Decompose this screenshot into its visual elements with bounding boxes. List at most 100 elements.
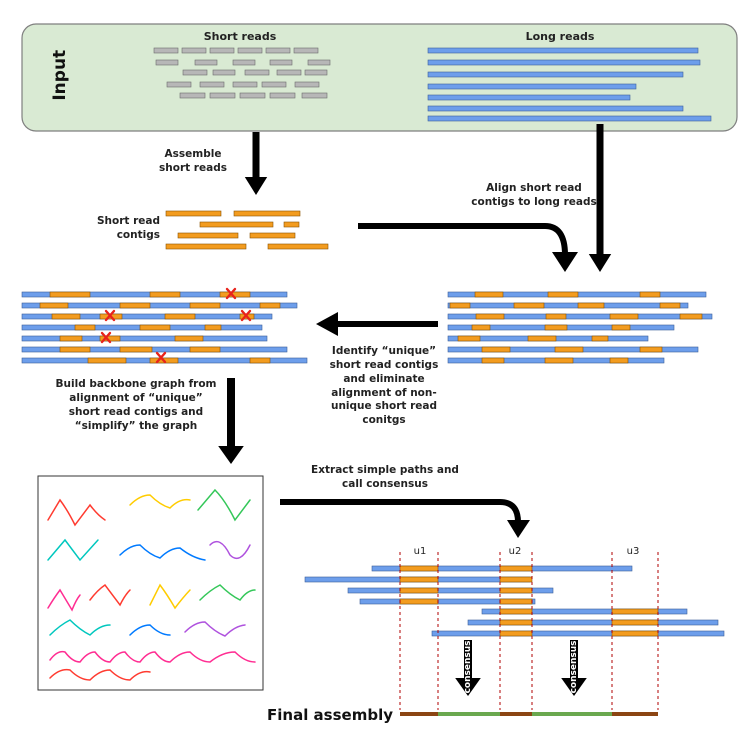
short-read-contig xyxy=(177,232,239,239)
long-read xyxy=(21,346,288,353)
long-read xyxy=(427,47,699,54)
aligned-contig xyxy=(399,598,439,605)
aligned-reads-right xyxy=(447,291,713,364)
graph-path xyxy=(49,668,151,681)
short-read xyxy=(244,69,270,76)
aligned-contig xyxy=(149,291,181,298)
extract-label: Extract simple paths and call consensus xyxy=(311,464,459,490)
arrow-shaft xyxy=(252,132,260,179)
arrow-head xyxy=(244,177,268,195)
aligned-contig xyxy=(547,291,579,298)
contigs-label: Short read contigs xyxy=(96,215,160,241)
short-read xyxy=(265,47,291,54)
graph-path xyxy=(47,498,106,527)
aligned-contig xyxy=(577,302,605,309)
short-read xyxy=(301,92,328,99)
align-label: Align short read contigs to long reads xyxy=(471,182,597,208)
short-read xyxy=(293,47,319,54)
aligned-contig xyxy=(527,335,557,342)
short-reads-label: Short reads xyxy=(203,30,277,43)
final-assembly-label: Final assembly xyxy=(267,706,393,724)
long-read xyxy=(427,83,637,90)
final-segment xyxy=(500,712,532,716)
unit-label-2: u2 xyxy=(508,546,522,557)
aligned-contig xyxy=(499,619,533,626)
short-read xyxy=(155,59,179,66)
aligned-contig xyxy=(59,346,91,353)
short-read-contig xyxy=(233,210,301,217)
assemble-label: Assemble short reads xyxy=(159,148,227,174)
long-read xyxy=(467,619,719,626)
input-panel xyxy=(21,23,738,132)
arrow-shaft xyxy=(570,640,578,680)
aligned-contig xyxy=(164,313,196,320)
short-read xyxy=(209,47,235,54)
short-read xyxy=(194,59,218,66)
short-read xyxy=(166,81,192,88)
short-read xyxy=(182,69,208,76)
unit-boundaries xyxy=(399,552,659,710)
short-read xyxy=(181,47,207,54)
final-segment xyxy=(612,712,658,716)
arrow-shaft xyxy=(227,378,235,448)
long-read xyxy=(347,587,554,594)
input-title: Input xyxy=(49,49,70,101)
aligned-contig xyxy=(74,324,96,331)
long-read xyxy=(481,608,688,615)
aligned-contig xyxy=(499,565,533,572)
short-read-contig xyxy=(267,243,329,250)
final-segment xyxy=(400,712,438,716)
aligned-contig xyxy=(499,576,533,583)
aligned-contig xyxy=(659,302,681,309)
aligned-contig xyxy=(399,587,439,594)
arrow-head xyxy=(455,678,481,696)
aligned-reads-left xyxy=(21,287,308,364)
short-read xyxy=(232,59,256,66)
aligned-contig xyxy=(609,357,629,364)
arrow-head xyxy=(316,312,338,336)
long-read xyxy=(447,302,689,309)
short-read-contigs-group xyxy=(165,210,329,250)
long-read xyxy=(359,598,536,605)
graph-path xyxy=(119,544,206,561)
aligned-contig xyxy=(609,313,639,320)
aligned-contig xyxy=(204,324,222,331)
aligned-contig xyxy=(639,346,663,353)
graph-path xyxy=(49,650,256,663)
aligned-contig xyxy=(639,291,661,298)
graph-path xyxy=(47,588,81,612)
short-read-contig xyxy=(165,210,222,217)
aligned-contig xyxy=(174,335,204,342)
arrow-shaft xyxy=(334,321,438,327)
short-read xyxy=(269,59,293,66)
arrow-head xyxy=(218,446,244,464)
aligned-contig xyxy=(249,357,271,364)
final-assembly-bar xyxy=(400,712,658,716)
aligned-contig xyxy=(499,598,533,605)
aligned-contig xyxy=(399,565,439,572)
arrow-shaft xyxy=(596,124,604,256)
removed-alignment-mark xyxy=(155,351,167,364)
removed-alignment-mark xyxy=(240,309,252,322)
aligned-contig xyxy=(51,313,81,320)
short-read xyxy=(179,92,206,99)
aligned-contig xyxy=(87,357,127,364)
short-read-contig xyxy=(249,232,296,239)
arrow-head xyxy=(507,520,530,538)
graph-path xyxy=(149,583,191,610)
aligned-contig xyxy=(471,324,491,331)
short-read xyxy=(307,59,331,66)
aligned-contig xyxy=(481,346,511,353)
aligned-contig xyxy=(475,313,505,320)
aligned-contig xyxy=(554,346,584,353)
consensus-label-2: consensus xyxy=(569,640,580,694)
aligned-contig xyxy=(259,302,281,309)
backbone-graph xyxy=(47,488,256,681)
arrow-head xyxy=(561,678,587,696)
arrow-shaft xyxy=(358,223,568,256)
aligned-contig xyxy=(544,324,568,331)
short-read xyxy=(199,81,225,88)
short-read xyxy=(261,81,287,88)
short-read xyxy=(237,47,263,54)
